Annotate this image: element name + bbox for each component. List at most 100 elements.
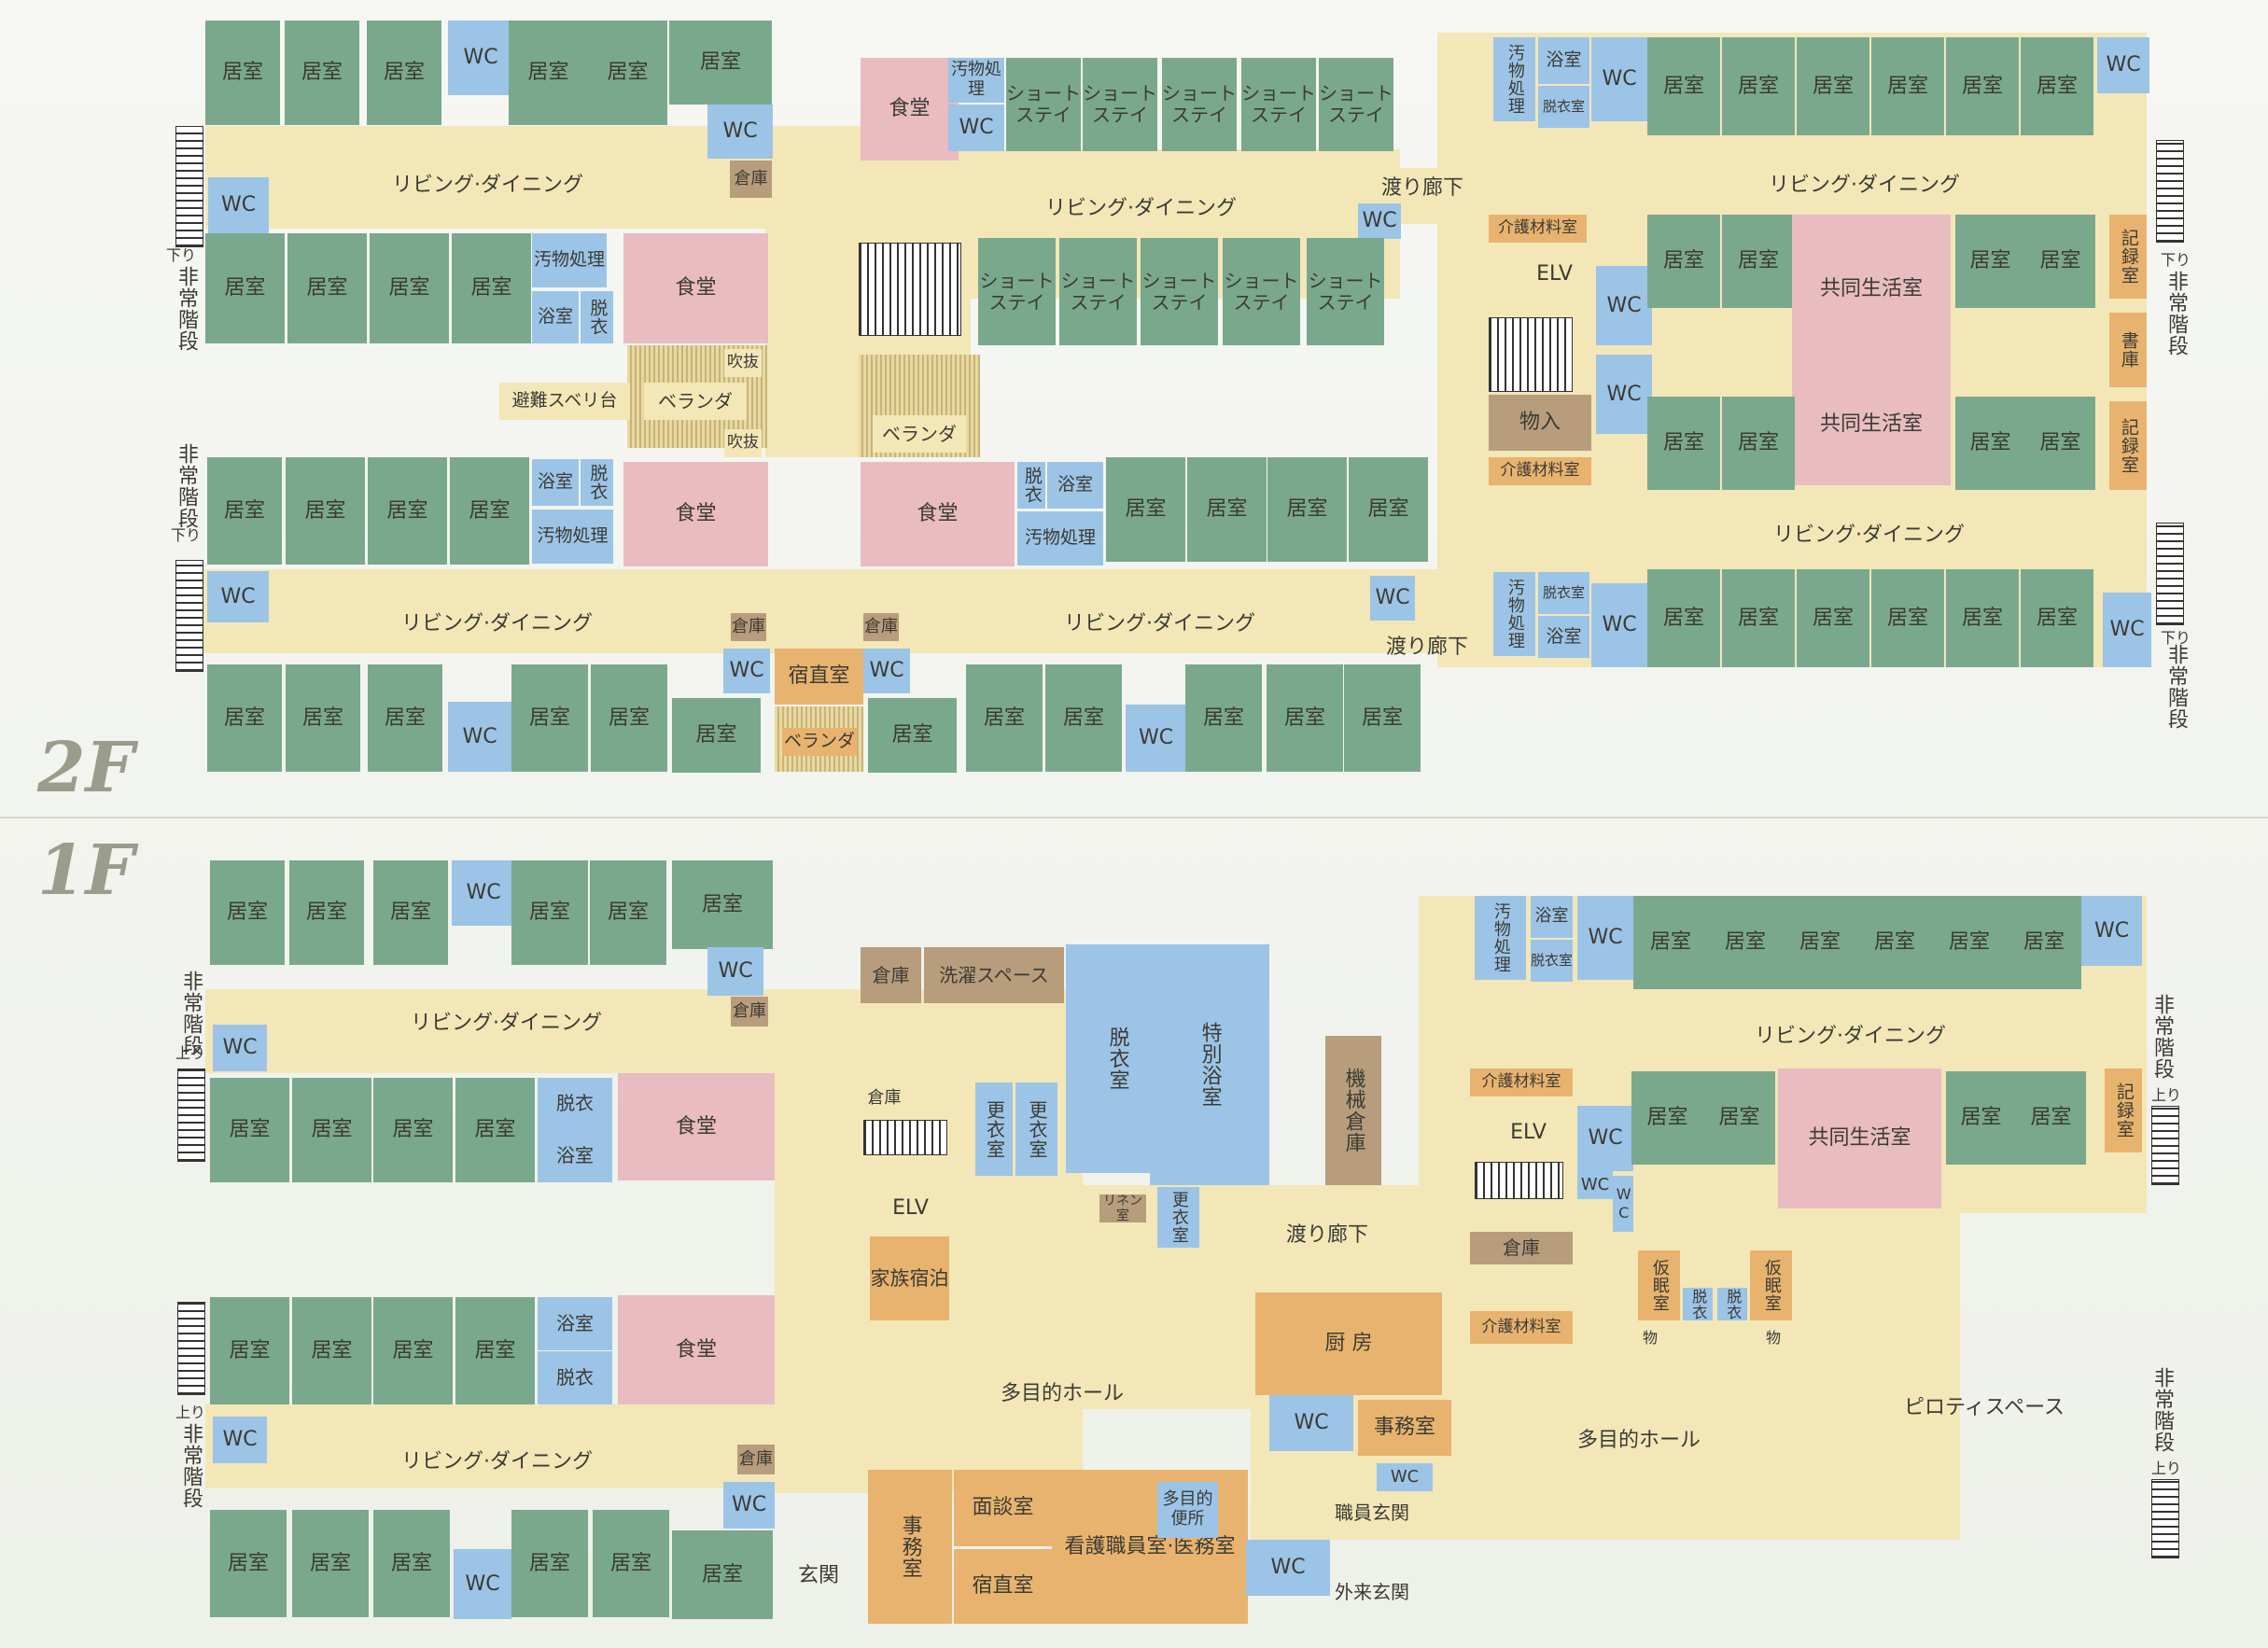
bath-23: 浴室	[532, 291, 579, 343]
dining-61: 食堂	[861, 462, 1015, 566]
wc-221: WC	[1246, 1540, 1330, 1596]
wc-225: WC	[1577, 896, 1633, 980]
bedroom-9: 居室	[367, 21, 441, 125]
care-supply-234: 介護材料室	[1470, 1068, 1573, 1096]
soiled-126: 汚物処理	[1493, 572, 1535, 656]
bedroom-162: 居室	[590, 860, 666, 965]
bath-179: 浴室	[538, 1297, 612, 1350]
up-260: 上り	[175, 1404, 206, 1421]
bedroom-54: 居室	[450, 457, 529, 565]
short-stay-45: ショート ステイ	[1059, 238, 1137, 345]
down-138: 下り	[166, 246, 197, 264]
living-dining-167: リビング·ダイニング	[411, 1012, 602, 1035]
bedroom-99: 居室	[1797, 37, 1869, 135]
stair-259	[177, 1302, 205, 1395]
living-dining-69: リビング·ダイニング	[1064, 612, 1255, 635]
undress-250: 脱衣	[1683, 1288, 1713, 1320]
emergency-stair-261: 非常階段	[179, 1423, 203, 1509]
care-supply-109: 介護材料室	[1489, 457, 1591, 485]
bedroom-188: 居室	[373, 1510, 450, 1617]
down-144: 下り	[2161, 251, 2191, 269]
wc-40: WC	[1358, 203, 1401, 239]
bedroom-227: 居室	[1708, 896, 1783, 989]
living-dining-233: リビング·ダイニング	[1755, 1025, 1946, 1048]
short-stay-36: ショート ステイ	[1162, 58, 1237, 151]
bedroom-19: 居室	[287, 233, 367, 343]
bedroom-116: 居室	[1955, 215, 2025, 308]
dining-25: 食堂	[623, 233, 768, 343]
bedroom-158: 居室	[289, 860, 364, 965]
soiled-222: 汚物処理	[1475, 896, 1526, 980]
bath-128: 浴室	[1538, 616, 1589, 658]
evac-slide-30: 避難スベリ台	[499, 383, 630, 420]
bedroom-132: 居室	[1797, 569, 1869, 667]
bedroom-113: 居室	[1722, 215, 1795, 308]
bedroom-244: 居室	[1946, 1071, 2016, 1165]
nap-room-252: 仮眠室	[1750, 1250, 1792, 1320]
bedroom-175: 居室	[210, 1297, 289, 1404]
common-room-114: 共同生活室	[1792, 215, 1951, 364]
wc-232: WC	[2081, 896, 2142, 966]
multi-hall-209: 多目的ホール	[1001, 1382, 1125, 1405]
bath-94: 浴室	[1538, 37, 1589, 84]
soiled-32: 汚物処理	[948, 58, 1004, 103]
wc-103: WC	[2097, 37, 2149, 93]
bedroom-226: 居室	[1633, 896, 1708, 989]
undress-24: 脱衣	[581, 291, 613, 343]
storage-199: 倉庫	[863, 1082, 905, 1115]
living-dining-125: リビング·ダイニング	[1773, 524, 1965, 547]
living-dining-60: リビング·ダイニング	[401, 612, 593, 635]
emergency-stair-265: 非常階段	[2150, 1367, 2174, 1453]
bedroom-177: 居室	[373, 1297, 453, 1404]
bedroom-18: 居室	[205, 233, 285, 343]
bedroom-178: 居室	[455, 1297, 535, 1404]
bath-173: 浴室	[538, 1129, 612, 1182]
bedroom-242: 居室	[1703, 1071, 1775, 1165]
elevator-106: ELV	[1519, 257, 1589, 292]
bath-223: 浴室	[1531, 896, 1573, 938]
bedroom-97: 居室	[1647, 37, 1720, 135]
wc-17: WC	[208, 177, 269, 233]
night-room-81: 宿直室	[775, 649, 863, 705]
short-stay-48: ショート ステイ	[1307, 238, 1384, 345]
short-stay-35: ショート ステイ	[1083, 58, 1157, 151]
elevator-235: ELV	[1484, 1115, 1573, 1151]
wc-110: WC	[1596, 266, 1652, 345]
bedroom-21: 居室	[452, 233, 531, 343]
stair-142	[175, 560, 203, 672]
bridge-41: 渡り廊下	[1381, 176, 1464, 200]
storage-237: 倉庫	[1470, 1232, 1573, 1264]
office-216: 事務室	[868, 1470, 952, 1624]
bedroom-72: 居室	[207, 664, 282, 772]
bedroom-170: 居室	[373, 1078, 453, 1182]
bedroom-121: 居室	[2025, 397, 2095, 490]
wc-111: WC	[1596, 355, 1652, 434]
bedroom-88: 居室	[1045, 664, 1122, 772]
wc-80: WC	[723, 649, 770, 693]
wc-240: WC	[1613, 1176, 1633, 1232]
short-stay-38: ショート ステイ	[1319, 58, 1393, 151]
machine-storage-207: 機械倉庫	[1325, 1036, 1381, 1185]
closet-108: 物入	[1489, 395, 1591, 451]
dining-58: 食堂	[623, 462, 768, 566]
bedroom-8: 居室	[285, 21, 359, 125]
wc-85: WC	[863, 649, 910, 693]
records-122: 記録室	[2109, 215, 2147, 299]
bedroom-101: 居室	[1946, 37, 2019, 135]
common-room-115: 共同生活室	[1792, 364, 1951, 485]
bedroom-77: 居室	[591, 664, 667, 772]
bath-63: 浴室	[1047, 462, 1103, 509]
up-263: 上り	[2151, 1086, 2182, 1104]
living-dining-39: リビング·ダイニング	[1045, 197, 1237, 220]
short-stay-46: ショート ステイ	[1141, 238, 1218, 345]
bedroom-190: 居室	[511, 1510, 588, 1617]
thing-254: 物	[1766, 1329, 1782, 1347]
changing-201: 更衣室	[975, 1082, 1013, 1176]
bedroom-87: 居室	[966, 664, 1043, 772]
bedroom-20: 居室	[370, 233, 449, 343]
dining-181: 食堂	[618, 1295, 775, 1404]
care-supply-105: 介護材料室	[1489, 215, 1587, 243]
stair-143	[2156, 140, 2184, 243]
wc-70: WC	[1370, 576, 1415, 621]
